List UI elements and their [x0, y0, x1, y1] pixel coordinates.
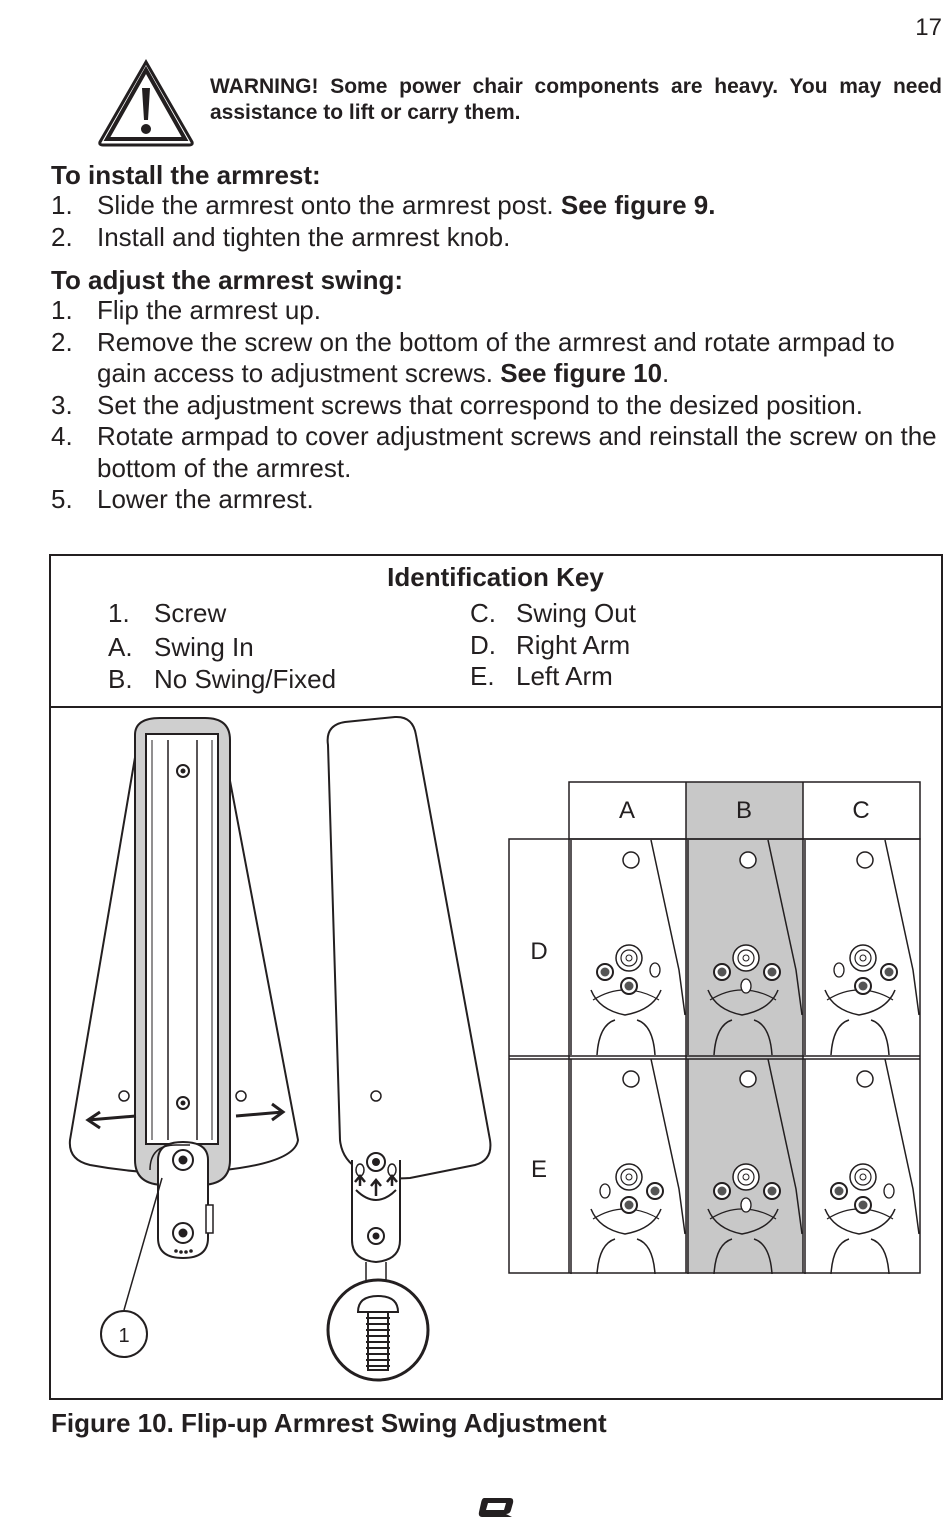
- step-body: Slide the armrest onto the armrest post.: [97, 190, 561, 220]
- key-label: Right Arm: [516, 630, 631, 660]
- callout-number: 1: [118, 1325, 129, 1347]
- adjust-step: 1. Flip the armrest up.: [51, 295, 946, 327]
- step-text: Slide the armrest onto the armrest post.…: [97, 190, 946, 222]
- grid-column-b: B: [736, 797, 752, 824]
- cell-e-c: [804, 1058, 920, 1275]
- key-letter: B.: [108, 664, 133, 694]
- cell-d-a: [570, 839, 686, 1056]
- adjust-step: 4. Rotate armpad to cover adjustment scr…: [51, 421, 946, 484]
- adjust-step: 3. Set the adjustment screws that corres…: [51, 390, 946, 422]
- key-item-c: C. Swing Out: [470, 598, 636, 629]
- key-letter: 1.: [108, 598, 130, 628]
- key-letter: C.: [470, 598, 496, 628]
- adjust-heading: To adjust the armrest swing:: [51, 265, 404, 295]
- step-number: 2.: [51, 326, 73, 357]
- key-label: Swing In: [154, 632, 254, 662]
- key-label: No Swing/Fixed: [154, 664, 337, 694]
- cell-d-c: [804, 839, 920, 1056]
- armrest-diagram: 1 A B C D E: [68, 715, 921, 1382]
- key-item-a: A. Swing In: [108, 632, 254, 663]
- key-letter: D.: [470, 630, 496, 660]
- grid-row-d: D: [530, 938, 547, 965]
- step-body: Remove the screw on the bottom of the ar…: [97, 326, 895, 389]
- callout-circle: [100, 1310, 148, 1358]
- adjust-step: 2. Remove the screw on the bottom of the…: [51, 327, 946, 390]
- key-item-b: B. No Swing/Fixed: [108, 664, 336, 695]
- screw-detail-icon: [326, 1278, 430, 1382]
- figure-reference: See figure 10: [500, 358, 663, 388]
- install-steps: 1. Slide the armrest onto the armrest po…: [51, 190, 946, 253]
- key-letter: A.: [108, 632, 133, 662]
- step-number: 1.: [51, 190, 73, 220]
- step-number: 2.: [51, 221, 73, 252]
- step-text: Rotate armpad to cover adjustment screws…: [97, 421, 937, 483]
- step-number: 4.: [51, 421, 73, 451]
- step-text: Set the adjustment screws that correspon…: [97, 389, 863, 420]
- figure-reference: See figure 9.: [560, 190, 716, 220]
- key-title: Identification Key: [387, 562, 604, 592]
- install-heading: To install the armrest:: [51, 160, 321, 190]
- step-body: Install and tighten the armrest knob.: [97, 221, 511, 252]
- step-number: 5.: [51, 484, 73, 514]
- key-item-e: E. Left Arm: [470, 661, 613, 692]
- grid-column-c: C: [852, 797, 869, 824]
- key-label: Swing Out: [516, 598, 636, 628]
- key-item-1: 1. Screw: [108, 598, 226, 629]
- install-step: 1. Slide the armrest onto the armrest po…: [51, 190, 946, 222]
- grid-column-a: A: [619, 797, 635, 824]
- key-divider: [49, 706, 942, 708]
- key-label: Left Arm: [516, 661, 613, 691]
- step-text: Lower the armrest.: [97, 484, 314, 514]
- warning-text: WARNING! Some power chair components are…: [210, 75, 942, 124]
- figure-frame: [49, 554, 943, 1400]
- armpad-rotated-view: [326, 715, 492, 1285]
- cell-e-a: [570, 1058, 686, 1275]
- figure-caption: Figure 10. Flip-up Armrest Swing Adjustm…: [51, 1408, 607, 1438]
- adjust-step: 5. Lower the armrest.: [51, 484, 946, 516]
- step-number: 3.: [51, 389, 73, 420]
- step-text: Install and tighten the armrest knob.: [97, 222, 946, 254]
- armrest-top-view: [68, 717, 300, 1311]
- adjust-steps: 1. Flip the armrest up. 2. Remove the sc…: [51, 295, 946, 516]
- grid-row-e: E: [531, 1156, 547, 1183]
- step-text: Flip the armrest up.: [97, 295, 321, 325]
- q-logo-icon: [478, 1498, 514, 1517]
- step-suffix: .: [662, 358, 670, 388]
- key-item-d: D. Right Arm: [470, 630, 630, 661]
- page-number: 17: [915, 14, 942, 41]
- install-step: 2. Install and tighten the armrest knob.: [51, 222, 946, 254]
- warning-triangle-icon: [98, 58, 194, 147]
- key-letter: E.: [470, 661, 495, 691]
- step-text: Remove the screw on the bottom of the ar…: [97, 327, 946, 390]
- step-number: 1.: [51, 295, 73, 325]
- key-label: Screw: [154, 598, 227, 628]
